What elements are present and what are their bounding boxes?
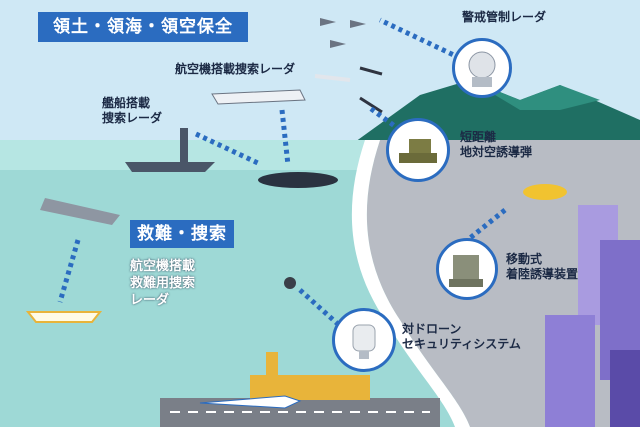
guidance-radar-icon [449,255,483,287]
short-range-sam-label: 短距離 地対空誘導弾 [460,130,533,159]
warning-radar-label: 警戒管制レーダ [462,10,547,24]
warship-mast [180,128,188,162]
mobile-guidance-circle [436,238,498,300]
beach [351,140,470,427]
control-tower [266,352,278,382]
missile-1 [314,74,351,82]
rescue-heading: 救難・捜索 [130,220,234,248]
airliner [199,395,302,409]
missile-3 [359,96,383,114]
rescue-boat [25,311,103,323]
short-range-sam-circle [386,118,450,182]
radar-beams [57,17,507,328]
warship [125,162,215,172]
ship-search-radar-label: 艦船搭載 捜索レーダ [102,96,163,125]
submarine [258,172,338,188]
drone [284,277,296,289]
counter-drone-label: 対ドローン セキュリティシステム [402,322,521,351]
mobile-guidance-label: 移動式 着陸誘導装置 [506,252,579,281]
airborne-search-radar-label: 航空機搭載捜索レーダ [175,62,296,76]
warning-radar-circle [452,38,512,98]
mountain-highlight [470,80,600,110]
fighter-jet-2 [350,20,366,28]
missile-launcher-icon [399,139,437,163]
rescue-aircraft [40,198,120,225]
building-3 [545,315,595,427]
helicopter [523,184,567,200]
building-4 [610,350,640,427]
rescue-radar-label: 航空機搭載 救難用捜索 レーダ [130,259,196,308]
patrol-aircraft [211,89,306,105]
missile-2 [359,66,383,76]
fighter-jet-1 [320,18,336,26]
territory-heading: 領土・領海・領空保全 [38,12,248,42]
sensor-unit-icon [352,324,376,359]
radome-icon [468,51,496,87]
fighter-jet-3 [330,40,346,48]
counter-drone-circle [332,308,396,372]
